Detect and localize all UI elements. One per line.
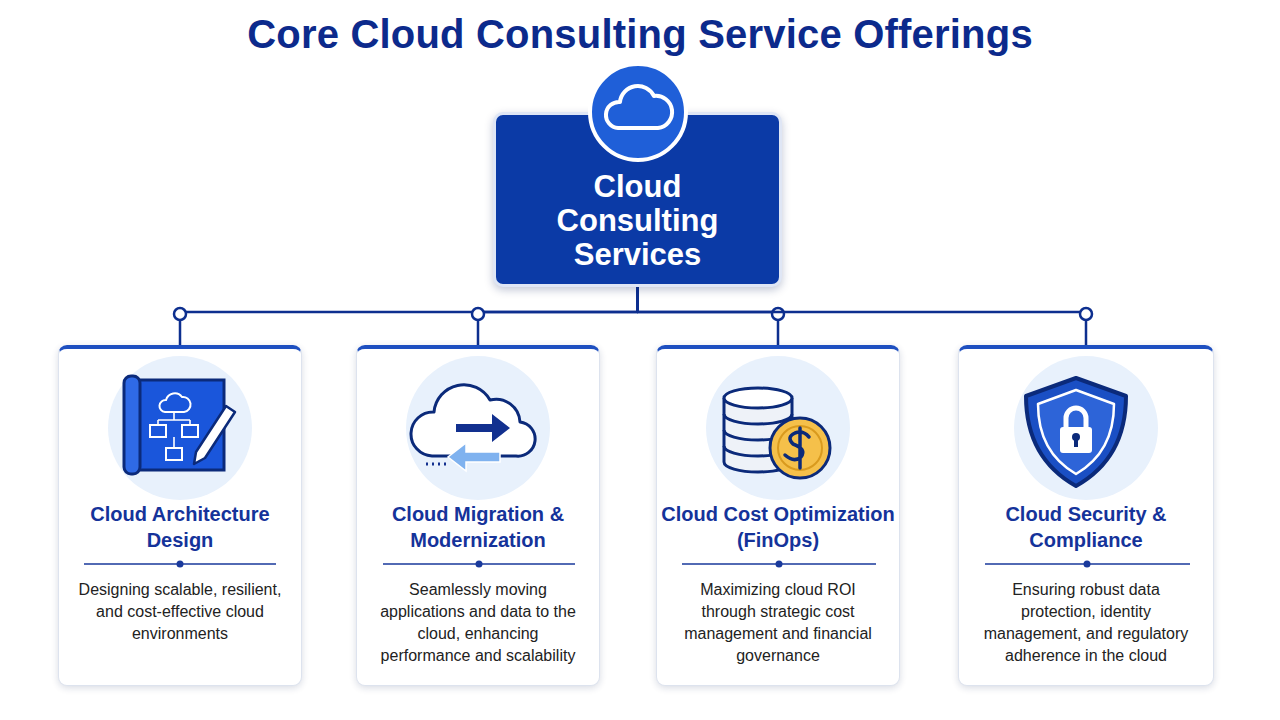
blueprint-icon-part <box>159 393 190 412</box>
migration-icon <box>411 385 535 471</box>
shield-icon <box>1026 378 1126 486</box>
service-card: Cloud Migration & ModernizationSeamlessl… <box>356 345 600 686</box>
cloud-badge <box>590 64 686 160</box>
coins-icon-part <box>724 398 792 472</box>
shield-icon-part <box>1038 390 1114 474</box>
coins-icon-part <box>724 388 792 408</box>
coins-icon-part <box>785 428 809 468</box>
connector <box>472 287 638 345</box>
card-divider-part <box>177 561 184 568</box>
shield-icon-part <box>1072 433 1080 441</box>
junction-dot <box>1080 308 1092 320</box>
service-heading: Cloud Cost Optimization (FinOps) <box>659 501 897 553</box>
connector <box>638 287 785 345</box>
connector <box>174 287 638 345</box>
migration-icon-part <box>411 385 535 456</box>
connector <box>638 287 1093 345</box>
junction-dot <box>772 308 784 320</box>
service-card: Cloud Cost Optimization (FinOps) Maximizi… <box>656 345 900 686</box>
connector-line <box>180 287 638 345</box>
shield-icon-part <box>1060 427 1092 453</box>
card-divider-part <box>776 561 783 568</box>
shield-icon-part <box>1074 438 1078 447</box>
blueprint-icon-part <box>194 406 235 464</box>
blueprint-icon <box>124 376 235 474</box>
shield-icon-part <box>1066 408 1086 428</box>
migration-icon-part <box>426 463 446 466</box>
coins-icon-part <box>724 414 792 456</box>
connector-line <box>638 287 1087 345</box>
hub-label: Cloud Consulting Services <box>533 170 743 272</box>
cloud-badge-part <box>606 86 672 128</box>
service-description: Ensuring robust data protection, identit… <box>973 579 1199 667</box>
service-heading: Cloud Migration & Modernization <box>359 501 597 553</box>
card-divider-part <box>84 563 1190 565</box>
icon-backdrop-part <box>1014 356 1158 500</box>
blueprint-icon-part <box>124 376 140 474</box>
cloud-badge-part <box>590 64 686 160</box>
service-description: Seamlessly moving applications and data … <box>371 579 585 667</box>
connector-line <box>478 287 638 345</box>
service-card: Cloud Architecture DesignDesigning scala… <box>58 345 302 686</box>
junction-dot <box>472 308 484 320</box>
coins-icon-part <box>770 418 830 478</box>
connector-line <box>638 287 779 345</box>
diagram-title: Core Cloud Consulting Service Offerings <box>0 12 1280 57</box>
service-card: Cloud Security & ComplianceEnsuring robu… <box>958 345 1214 686</box>
blueprint-icon-part <box>132 380 224 470</box>
icon-backdrop <box>108 356 1158 500</box>
blueprint-icon-part <box>150 425 166 437</box>
icon-backdrop-part <box>108 356 252 500</box>
card-divider-part <box>476 561 483 568</box>
hub-box: Cloud Consulting Services <box>493 112 782 287</box>
icon-backdrop-part <box>406 356 550 500</box>
coins-icon <box>724 388 830 478</box>
blueprint-icon-part <box>182 425 198 437</box>
junction-dot <box>174 308 186 320</box>
service-description: Designing scalable, resilient, and cost-… <box>73 579 287 645</box>
card-divider <box>84 561 1190 568</box>
service-heading: Cloud Security & Compliance <box>961 501 1211 553</box>
coins-icon-part <box>778 426 822 470</box>
migration-icon-part <box>456 414 510 442</box>
blueprint-icon-part <box>166 448 182 460</box>
migration-icon-part <box>448 443 500 471</box>
service-description: Maximizing cloud ROI through strategic c… <box>671 579 885 667</box>
card-divider-part <box>1084 561 1091 568</box>
shield-icon-part <box>1026 378 1126 486</box>
icon-backdrop-part <box>706 356 850 500</box>
blueprint-icon-part <box>158 412 190 448</box>
service-heading: Cloud Architecture Design <box>61 501 299 553</box>
